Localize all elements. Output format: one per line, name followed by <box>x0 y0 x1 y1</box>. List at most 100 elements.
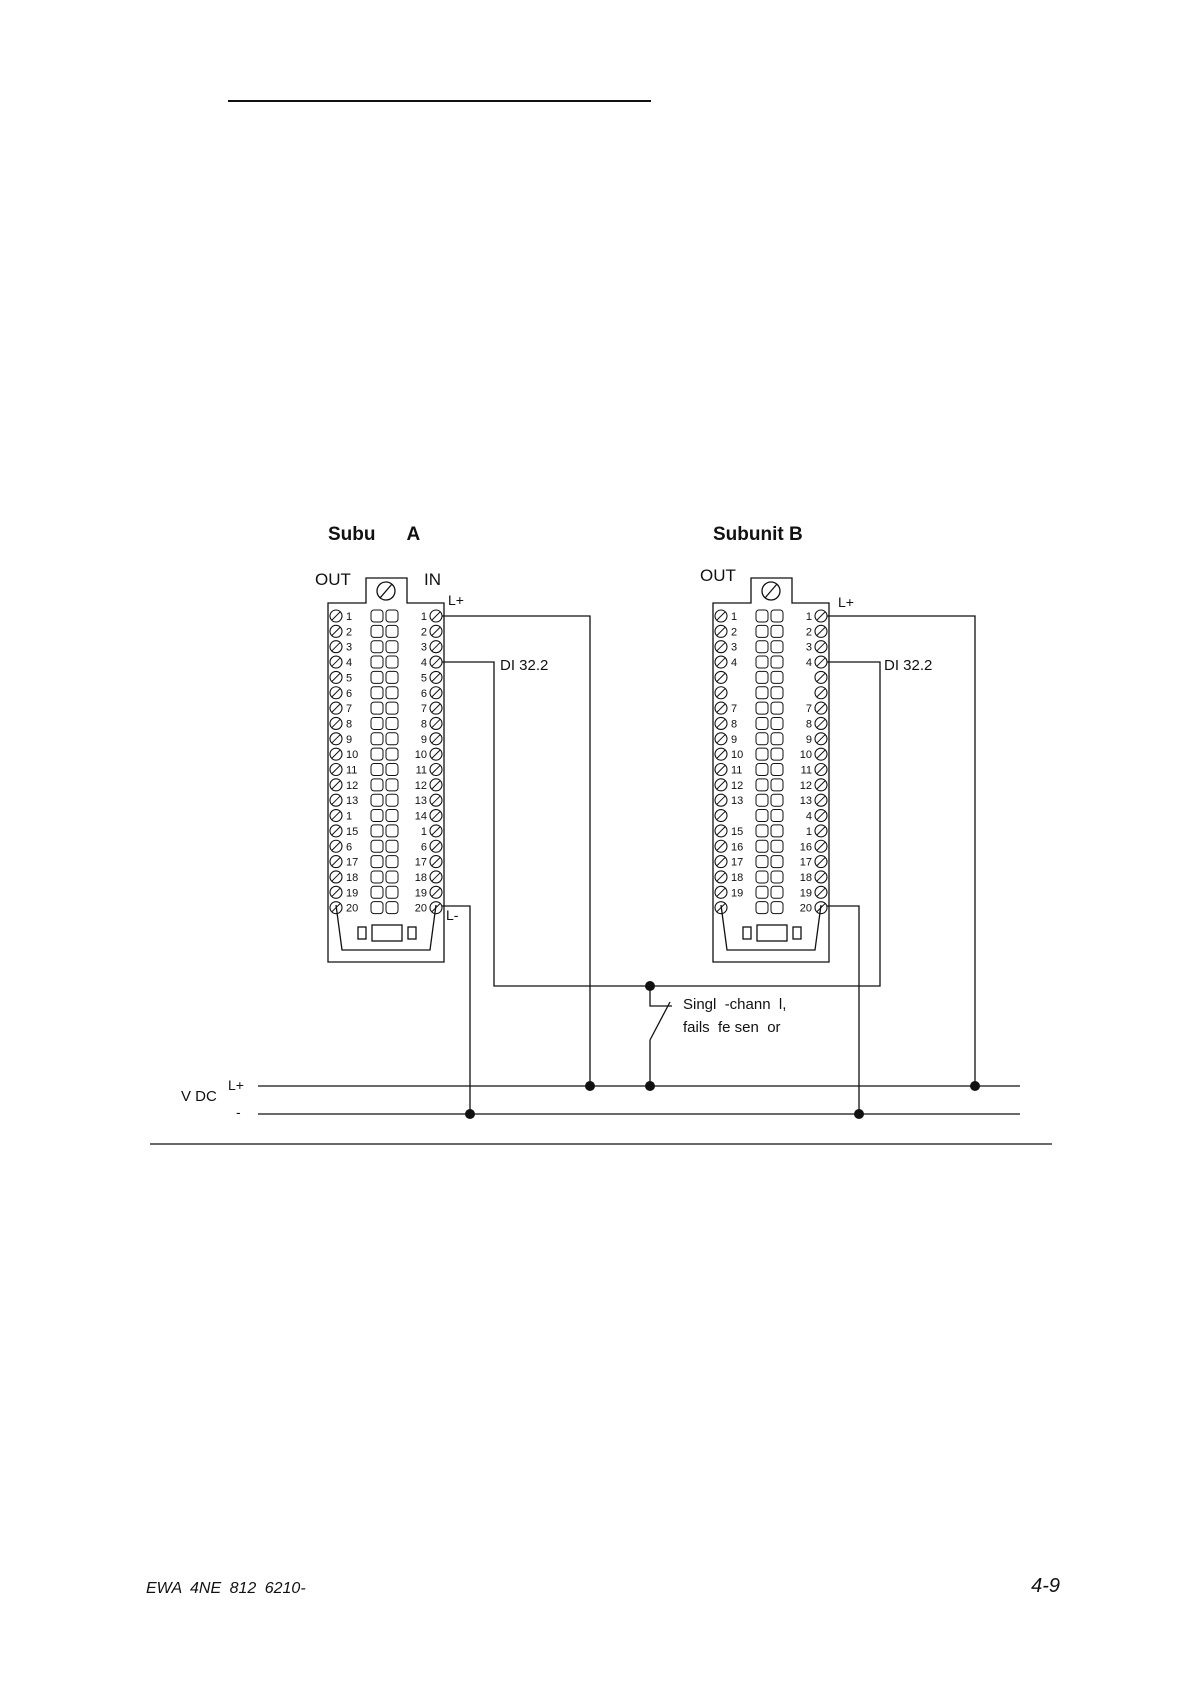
terminal-contact <box>370 670 384 684</box>
pin-number-right: 18 <box>415 872 427 884</box>
terminal-screw-icon <box>429 732 443 746</box>
terminal-contact <box>770 716 784 730</box>
terminal-screw-icon <box>814 839 828 853</box>
pin-number-right: 13 <box>415 795 427 807</box>
terminal-contact <box>370 624 384 638</box>
pin-number-right: 4 <box>806 811 812 823</box>
terminal-screw-icon <box>714 808 728 823</box>
pin-number-left: 1 <box>731 611 737 623</box>
terminal-contact <box>770 732 784 746</box>
terminal-contact <box>770 701 784 715</box>
subunit-b-screw-icon <box>761 581 781 601</box>
junction-dot <box>854 1109 864 1119</box>
terminal-contact <box>770 655 784 669</box>
terminal-screw-icon <box>814 762 828 777</box>
terminal-contact <box>770 686 784 700</box>
pin-number-left: 11 <box>346 765 357 777</box>
terminal-screw-icon <box>814 670 828 684</box>
terminal-contact <box>385 609 399 623</box>
pin-number-right: 3 <box>806 642 812 654</box>
pin-number-right: 14 <box>415 811 427 823</box>
terminal-screw-icon <box>429 640 443 654</box>
terminal-screw-icon <box>714 686 728 700</box>
supply-lplus-label: L+ <box>228 1077 244 1093</box>
subunit-a-lminus-label: L- <box>446 907 459 923</box>
subunit-b-di-label: DI 32.2 <box>884 657 932 674</box>
subunit-a-out-label: OUT <box>315 570 351 589</box>
terminal-screw-icon <box>429 901 443 915</box>
terminal-screw-icon <box>329 901 343 915</box>
terminal-screw-icon <box>714 624 728 638</box>
terminal-screw-icon <box>814 808 828 823</box>
terminal-contact <box>755 701 769 715</box>
terminal-contact <box>755 655 769 669</box>
pin-number-right: 1 <box>806 826 812 838</box>
pin-number-left: 8 <box>346 718 352 730</box>
terminal-screw-icon <box>329 701 343 715</box>
terminal-contact <box>385 809 399 823</box>
subunit-a-in-label: IN <box>424 570 441 589</box>
terminal-screw-icon <box>714 655 728 669</box>
pin-number-left: 6 <box>346 688 352 700</box>
terminal-screw-icon <box>814 870 828 884</box>
terminal-contact <box>770 747 784 761</box>
pin-number-left: 17 <box>731 857 743 869</box>
pin-number-right: 2 <box>806 626 812 638</box>
pin-number-left: 9 <box>731 734 737 746</box>
terminal-contact <box>385 885 399 899</box>
pin-number-left: 7 <box>731 703 737 715</box>
sensor-wire-top <box>649 986 672 1007</box>
pin-number-right: 9 <box>806 734 812 746</box>
pin-number-left: 12 <box>731 780 743 792</box>
terminal-contact <box>385 686 399 700</box>
subunit-b-label-slot <box>756 924 788 942</box>
terminal-contact <box>385 855 399 869</box>
terminal-contact <box>755 609 769 623</box>
subunit-a-title: Subu A <box>328 524 420 545</box>
terminal-contact <box>370 640 384 654</box>
terminal-screw-icon <box>429 609 443 623</box>
terminal-screw-icon <box>714 762 728 777</box>
terminal-screw-icon <box>429 624 443 638</box>
terminal-screw-icon <box>429 885 443 899</box>
terminal-screw-icon <box>429 762 443 777</box>
terminal-contact <box>770 609 784 623</box>
terminal-screw-icon <box>329 747 343 761</box>
terminal-screw-icon <box>814 655 828 669</box>
wire-b-di <box>650 661 881 987</box>
pin-number-left: 8 <box>731 718 737 730</box>
pin-number-right: 1 <box>421 826 427 838</box>
terminal-contact <box>370 609 384 623</box>
pin-number-left: 12 <box>346 780 358 792</box>
footer-doc-id: EWA 4NE 812 6210- <box>146 1580 306 1597</box>
terminal-contact <box>370 809 384 823</box>
terminal-contact <box>385 624 399 638</box>
pin-number-right: 2 <box>421 626 427 638</box>
pin-number-left: 1 <box>346 811 352 823</box>
pin-number-right: 11 <box>416 765 427 777</box>
terminal-screw-icon <box>714 839 728 853</box>
terminal-screw-icon <box>714 701 728 715</box>
terminal-contact <box>755 732 769 746</box>
terminal-contact <box>755 885 769 899</box>
terminal-screw-icon <box>714 855 728 869</box>
terminal-contact <box>370 701 384 715</box>
terminal-contact <box>370 763 384 776</box>
terminal-screw-icon <box>429 747 443 761</box>
wire-a-lplus <box>442 615 591 1086</box>
terminal-contact <box>755 901 769 915</box>
pin-number-left: 16 <box>731 841 743 853</box>
subunit-a-lplus-label: L+ <box>448 592 464 608</box>
terminal-contact <box>770 624 784 638</box>
terminal-contact <box>385 732 399 746</box>
terminal-screw-icon <box>329 732 343 746</box>
terminal-contact <box>755 624 769 638</box>
terminal-contact <box>755 747 769 761</box>
pin-number-right: 12 <box>800 780 812 792</box>
terminal-screw-icon <box>714 716 728 731</box>
sensor-switch-blade <box>649 1001 671 1041</box>
terminal-contact <box>370 716 384 730</box>
terminal-contact <box>755 640 769 654</box>
pin-number-left: 3 <box>346 642 352 654</box>
